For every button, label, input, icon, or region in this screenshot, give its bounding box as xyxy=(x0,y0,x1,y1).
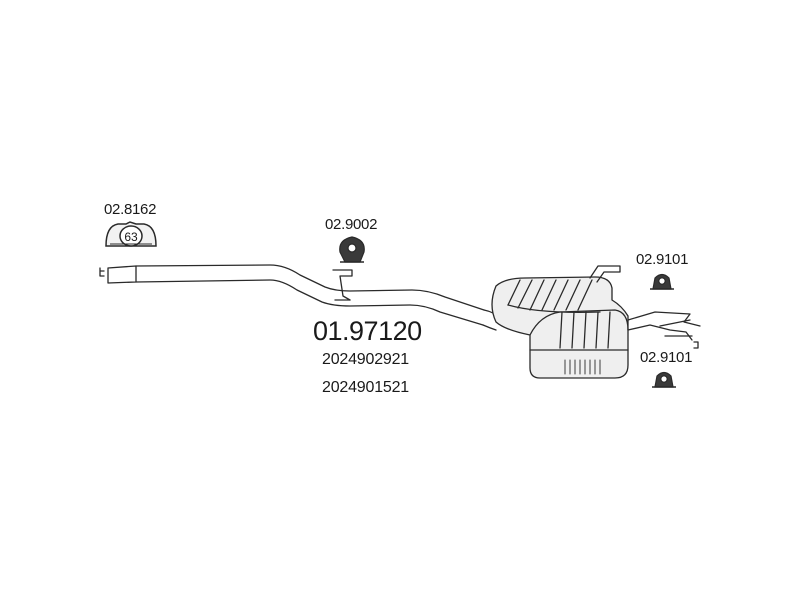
rear-hanger-lower-code-label: 02.9101 xyxy=(640,349,693,366)
oem-number-2: 2024901521 xyxy=(322,379,409,396)
pipe-clamp-icon xyxy=(105,221,157,247)
front-hanger-code-label: 02.9002 xyxy=(325,216,378,233)
rubber-hanger-icon xyxy=(650,273,674,290)
clamp-code-label: 02.8162 xyxy=(104,201,157,218)
rubber-hanger-icon xyxy=(339,236,365,263)
rear-muffler-shape xyxy=(491,265,629,379)
front-pipe-shape xyxy=(99,264,501,331)
oem-number-1: 2024902921 xyxy=(322,351,409,368)
rubber-hanger-icon xyxy=(652,371,676,388)
tail-pipe-shape xyxy=(627,311,701,349)
clamp-size-label: 63 xyxy=(124,230,138,244)
rear-hanger-upper-code-label: 02.9101 xyxy=(636,251,689,268)
part-number: 01.97120 xyxy=(313,316,422,346)
pipe-bracket-shape xyxy=(332,269,353,301)
